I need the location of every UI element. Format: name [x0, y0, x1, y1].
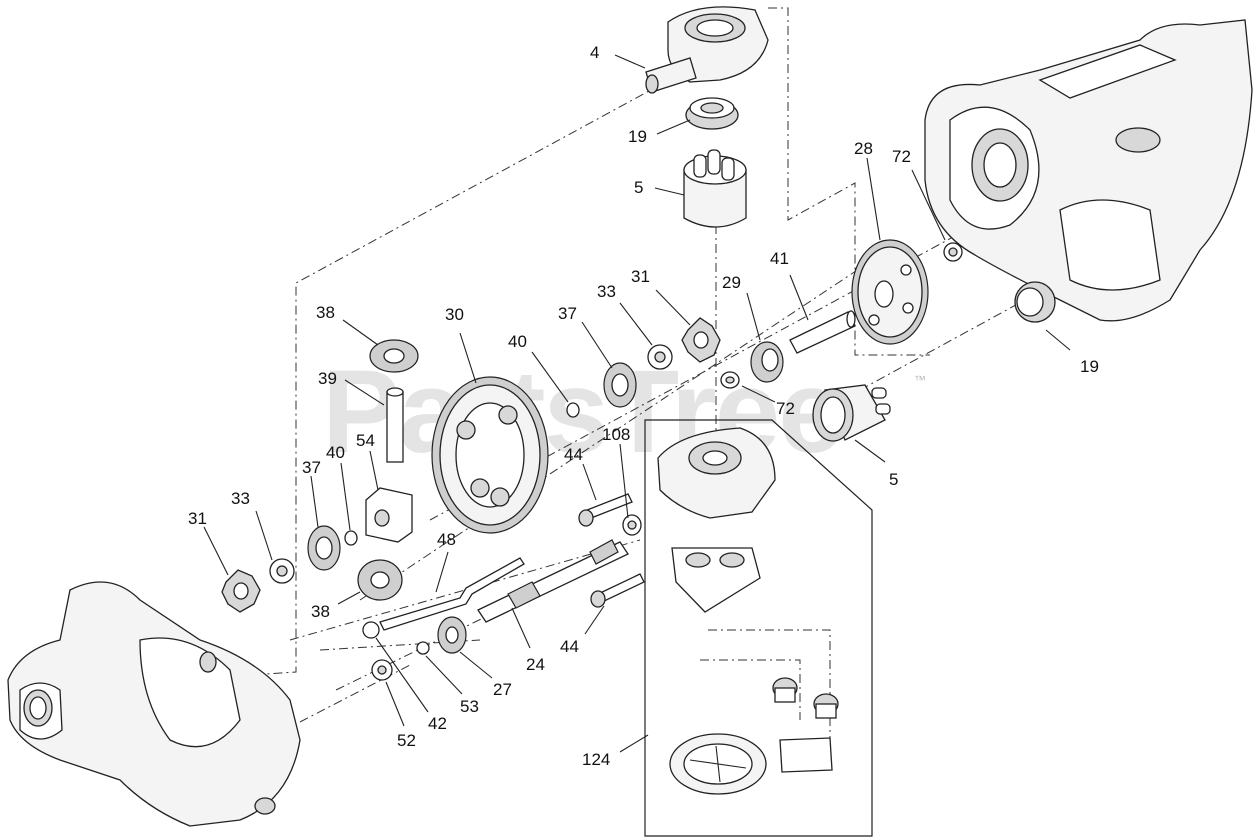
- part-19-bearing-top: [685, 97, 739, 130]
- watermark-trademark: ™: [914, 373, 926, 387]
- callout-41: 41: [770, 249, 789, 268]
- part-28-gear: [851, 239, 929, 345]
- part-37-bevel-gear-top: [603, 362, 637, 408]
- callout-42: 42: [428, 714, 447, 733]
- part-38-bevel-gear-lower: [357, 559, 403, 601]
- assembly-124-outline: [644, 419, 873, 837]
- part-31-spider-top: [681, 317, 721, 363]
- part-4-pump-housing: [645, 6, 769, 94]
- part-40-ring-top: [566, 402, 580, 418]
- left-transmission-housing: [7, 581, 301, 827]
- callout-37-top: 37: [558, 304, 577, 323]
- part-29-pinion-gear: [750, 341, 784, 383]
- part-108-washer: [622, 514, 642, 536]
- part-72-washer-lower: [720, 371, 740, 389]
- callout-19-right: 19: [1080, 357, 1099, 376]
- part-41-shaft: [789, 310, 856, 354]
- callout-72-top: 72: [892, 147, 911, 166]
- part-33-washer-lower: [269, 558, 295, 584]
- center-pump-housing: [657, 427, 776, 613]
- callout-40-top: 40: [508, 332, 527, 351]
- callout-33-lower: 33: [231, 489, 250, 508]
- callout-28: 28: [854, 139, 873, 158]
- callout-44-top: 44: [564, 445, 583, 464]
- callout-40-lower: 40: [326, 443, 345, 462]
- callout-leader-lines: [203, 54, 1071, 753]
- callout-108: 108: [602, 425, 630, 444]
- callout-38-top: 38: [316, 303, 335, 322]
- right-transmission-housing: [924, 19, 1253, 322]
- callout-4: 4: [590, 43, 599, 62]
- part-40-ring-lower: [344, 530, 358, 546]
- part-5-cylinder-block-right: [812, 384, 891, 442]
- callout-124: 124: [582, 750, 610, 769]
- callout-52: 52: [397, 731, 416, 750]
- callout-37-lower: 37: [302, 458, 321, 477]
- part-124-bypass-assembly: [669, 677, 839, 795]
- callout-24: 24: [526, 655, 545, 674]
- part-54-block: [365, 487, 413, 543]
- part-72-washer-top: [943, 242, 963, 262]
- part-44-bolt-top: [578, 493, 633, 527]
- part-33-washer-top: [647, 344, 673, 370]
- callout-29: 29: [722, 273, 741, 292]
- callout-39: 39: [318, 369, 337, 388]
- part-42-washer: [362, 621, 380, 639]
- part-27-gear: [437, 616, 467, 654]
- part-39-pin: [386, 387, 404, 463]
- callout-labels: 4 19 5 28 72 41 29 31 33 37 40 30 38 39 …: [188, 43, 1099, 769]
- part-52-washer: [371, 659, 393, 681]
- part-37-bevel-gear-lower: [307, 525, 341, 571]
- part-5-cylinder-block-top: [683, 149, 747, 228]
- callout-72-lower: 72: [776, 399, 795, 418]
- part-48-shift-rod: [379, 557, 525, 631]
- part-24-shaft: [477, 539, 629, 623]
- part-53-clip: [416, 641, 430, 655]
- callout-27: 27: [493, 680, 512, 699]
- callout-5-right: 5: [889, 470, 898, 489]
- callout-44-lower: 44: [560, 637, 579, 656]
- part-31-spider-lower: [221, 569, 261, 613]
- part-30-ring-gear: [431, 376, 549, 534]
- callout-53: 53: [460, 697, 479, 716]
- callout-33-top: 33: [597, 282, 616, 301]
- callout-5-top: 5: [634, 178, 643, 197]
- part-19-seal-right: [1014, 281, 1056, 323]
- callout-19-top: 19: [628, 127, 647, 146]
- callout-31-lower: 31: [188, 509, 207, 528]
- callout-38-lower: 38: [311, 602, 330, 621]
- callout-30: 30: [445, 305, 464, 324]
- callout-48: 48: [437, 530, 456, 549]
- callout-54: 54: [356, 431, 375, 450]
- part-44-bolt-lower: [590, 573, 645, 608]
- part-38-bevel-gear-top: [369, 339, 419, 373]
- callout-31-top: 31: [631, 267, 650, 286]
